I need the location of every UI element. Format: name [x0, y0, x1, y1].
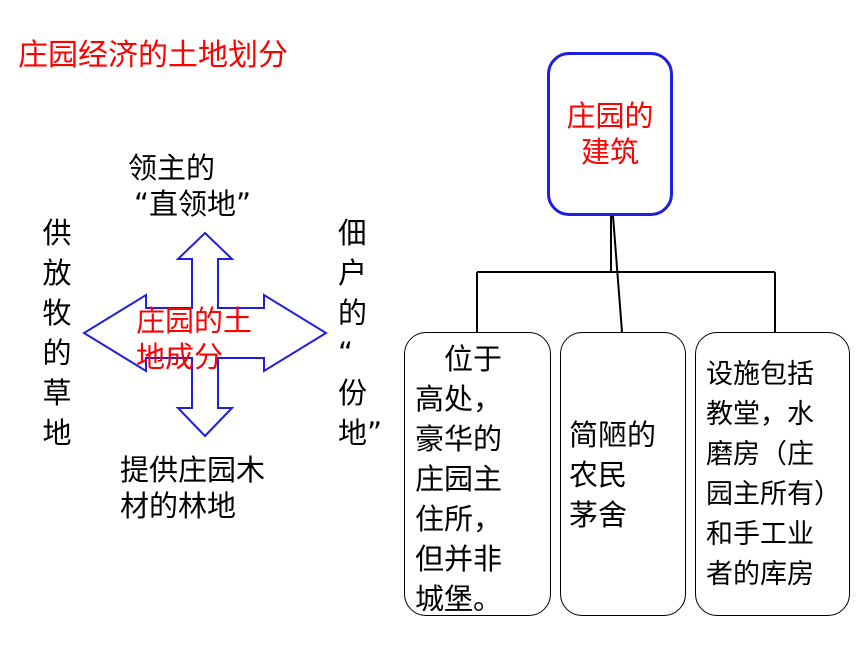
left-label-char: 牧: [42, 296, 72, 330]
left-label: 供 放 牧 的 草 地: [40, 213, 74, 453]
top-label: 领主的 “直领地”: [128, 150, 251, 222]
center-label-line2: 地成分: [136, 340, 224, 374]
leaf-node-facilities: 设施包括 教堂，水 磨房（庄 园主所有） 和手工业 者的库房: [695, 332, 850, 616]
left-label-char: 草: [42, 376, 72, 410]
right-label-char: “: [338, 336, 354, 370]
leaf-line: 庄园主: [415, 462, 503, 496]
leaf-line: 城堡。: [415, 582, 503, 616]
left-label-char: 供: [42, 216, 72, 250]
leaf-line: 磨房（庄: [706, 439, 814, 470]
center-label: 庄园的土 地成分: [136, 303, 252, 375]
right-label-char: 佃: [338, 216, 368, 250]
root-node-line1: 庄园的: [566, 99, 654, 133]
root-node-line2: 建筑: [580, 135, 639, 169]
leaf-line: 茅舍: [569, 498, 628, 532]
page-title: 庄园经济的土地划分: [18, 38, 288, 73]
right-label: 佃 户 的 “ 份 地”: [338, 213, 398, 453]
four-way-arrow: [82, 231, 328, 438]
left-label-char: 地: [42, 416, 72, 450]
branch-line-middle: [612, 215, 623, 333]
leaf-line: 教堂，水: [706, 399, 814, 430]
center-label-line1: 庄园的土: [136, 304, 253, 338]
right-label-char: 份: [338, 376, 368, 410]
bottom-label-line1: 提供庄园木: [120, 453, 266, 487]
leaf-line: 高处，: [415, 382, 503, 416]
top-label-line2: “直领地”: [134, 187, 252, 221]
left-label-char: 的: [42, 336, 72, 370]
leaf-line: 园主所有）: [706, 479, 841, 510]
leaf-line: 农民: [569, 458, 628, 492]
right-label-char: 的: [338, 296, 368, 330]
leaf-line: 者的库房: [706, 559, 814, 590]
leaf-node-peasant-huts: 简陋的 农民 茅舍: [560, 332, 686, 616]
leaf-line: 简陋的: [569, 418, 657, 452]
right-label-char: 户: [338, 256, 368, 290]
leaf-line: 设施包括: [706, 359, 814, 390]
leaf-line: 和手工业: [706, 519, 814, 550]
left-label-char: 放: [42, 256, 72, 290]
leaf-line: 位于: [415, 342, 503, 376]
leaf-node-lord-residence: 位于 高处， 豪华的 庄园主 住所， 但并非 城堡。: [404, 332, 551, 616]
bottom-label-line2: 材的林地: [120, 489, 237, 523]
leaf-line: 豪华的: [415, 422, 503, 456]
top-label-line1: 领主的: [128, 151, 216, 185]
leaf-line: 住所，: [415, 502, 503, 536]
leaf-line: 但并非: [415, 542, 503, 576]
root-node-buildings: 庄园的 建筑: [547, 52, 673, 216]
bottom-label: 提供庄园木 材的林地: [120, 452, 265, 524]
right-label-char: 地”: [338, 416, 383, 450]
